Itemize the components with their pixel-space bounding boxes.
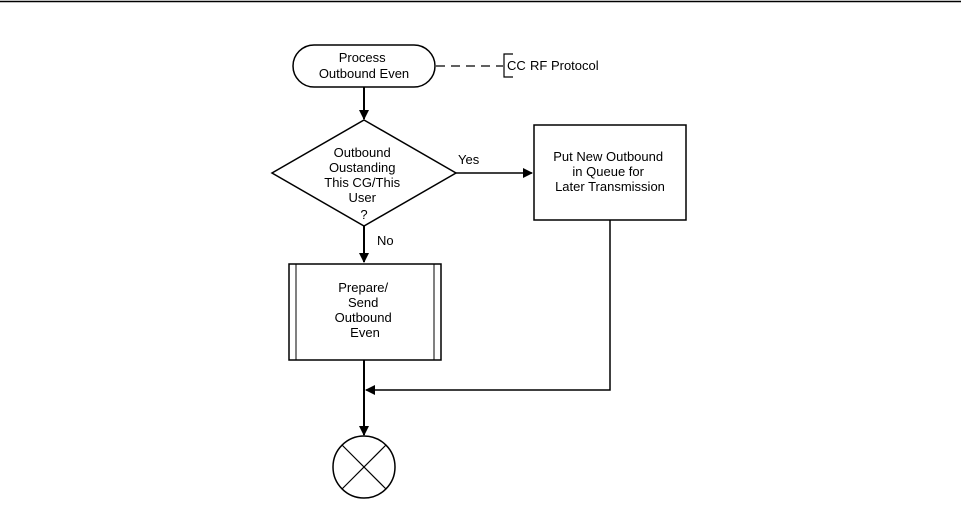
annotation: CC RF Protocol (436, 53, 599, 78)
annotation-bracket-text: CC (507, 58, 526, 73)
process-box-line-1: Prepare/ (338, 280, 388, 295)
queue-box-line-3: Later Transmission (555, 179, 665, 194)
end-node (332, 435, 396, 499)
yes-label: Yes (458, 152, 480, 167)
svg-text:Prepare/ Send Outb: Prepare/ Send Outbound Even (335, 280, 396, 340)
queue-box-line-2: in Queue for (572, 164, 644, 179)
process-box-line-2: Send (348, 295, 378, 310)
x-circle-icon (341, 444, 387, 490)
decision-line-5: ? (360, 207, 367, 222)
start-node-line-2: Outbound Even (319, 66, 409, 81)
annotation-text: RF Protocol (530, 58, 599, 73)
arrow-queue-return (365, 220, 611, 395)
queue-box-line-1: Put New Outbound (553, 149, 663, 164)
no-label: No (377, 233, 394, 248)
decision-line-1: Outbound (334, 145, 391, 160)
queue-box: Put New Outbound in Queue for Later Tran… (533, 124, 687, 221)
process-box-line-4: Even (350, 325, 380, 340)
decision-line-4: User (348, 190, 376, 205)
process-box-line-3: Outbound (335, 310, 392, 325)
annotation-bracket (503, 53, 513, 78)
svg-text:CC RF Protocol: CC RF Protocol (507, 58, 599, 73)
start-node: Process Outbound Even (292, 44, 436, 88)
svg-text:Outbound Oustanding: Outbound Oustanding This CG/This User ? (324, 145, 403, 222)
process-box: Prepare/ Send Outbound Even (288, 263, 442, 361)
svg-text:Process Outbound Even: Process Outbound Even (319, 50, 409, 81)
decision-line-3: This CG/This (324, 175, 400, 190)
svg-text:Put New Outbound in Queu: Put New Outbound in Queue for Later Tran… (553, 149, 666, 194)
start-node-line-1: Process (339, 50, 386, 65)
decision-line-2: Oustanding (329, 160, 396, 175)
decision-node: Outbound Oustanding This CG/This User ? (270, 119, 458, 227)
